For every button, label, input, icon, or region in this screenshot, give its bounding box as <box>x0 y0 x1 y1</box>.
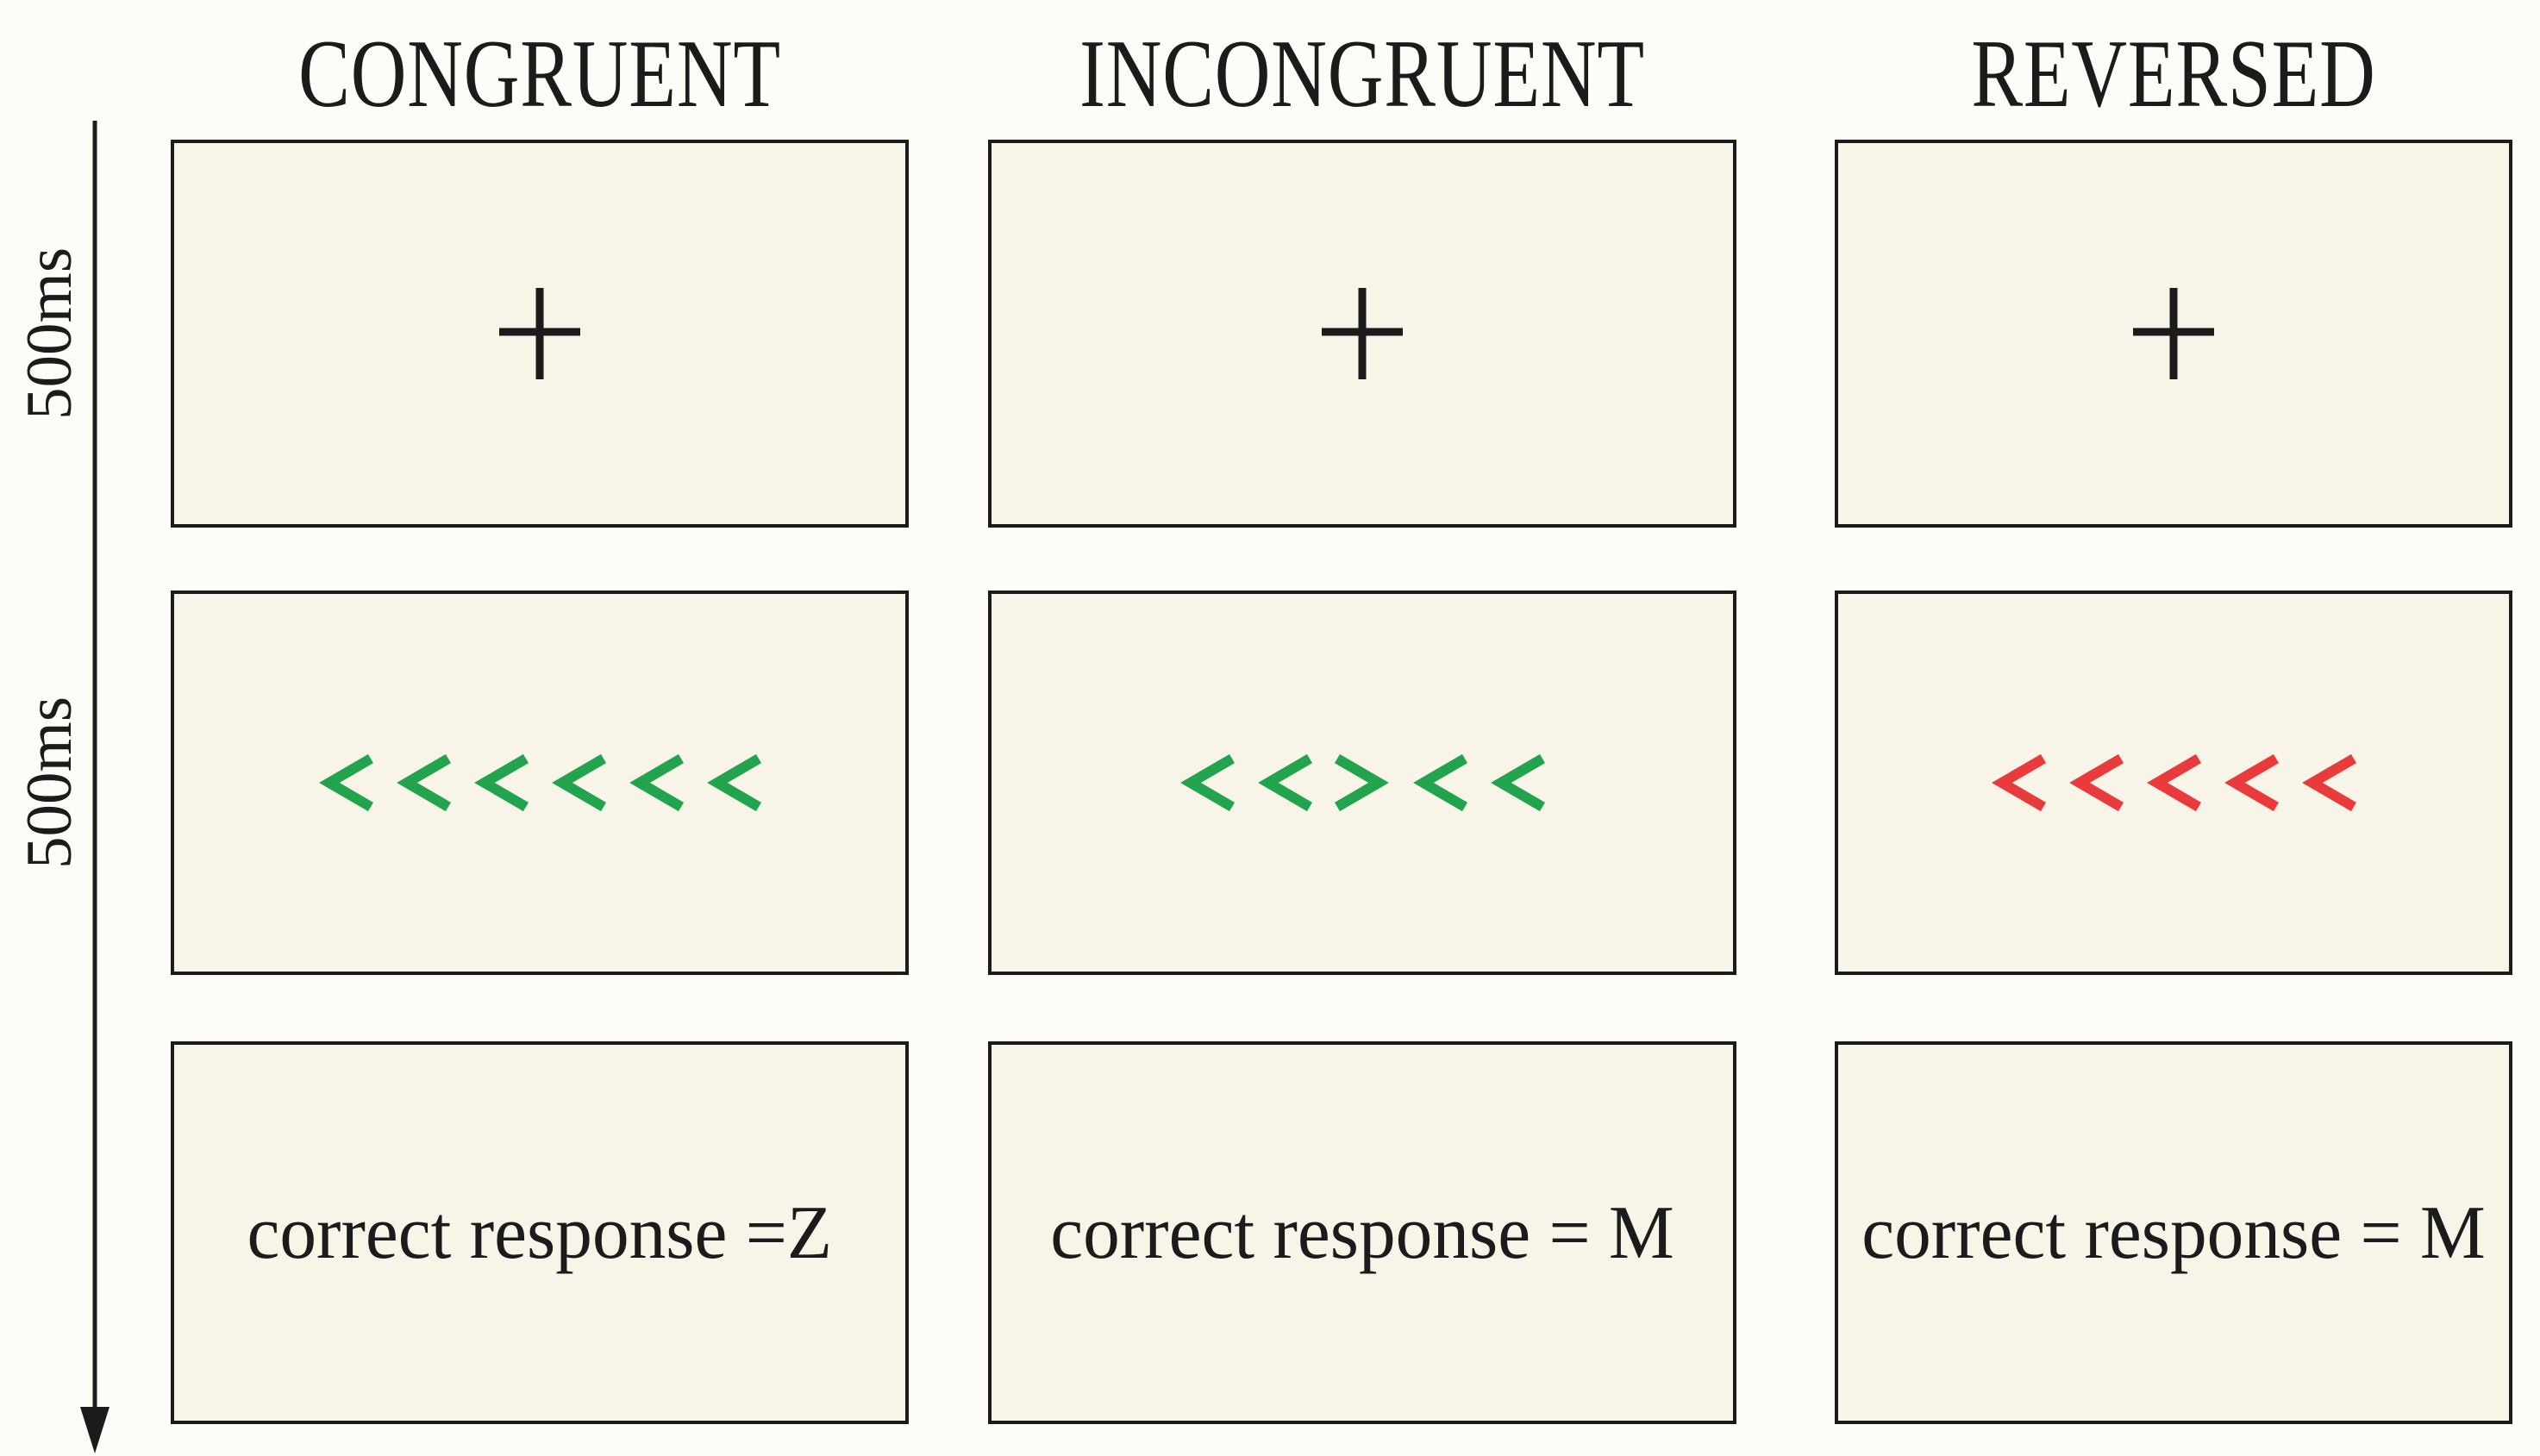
response-text: correct response =Z <box>247 1190 833 1275</box>
fixation-screen-reversed <box>1835 140 2512 528</box>
timeline-label-500ms-second: 500ms <box>14 696 85 870</box>
response-screen-reversed: correct response = M <box>1835 1041 2512 1424</box>
arrow-stimulus-reversed <box>1988 752 2359 814</box>
stimulus-screen-incongruent <box>988 591 1736 975</box>
stimulus-screen-reversed <box>1835 591 2512 975</box>
fixation-cross-icon <box>1322 288 1403 379</box>
timeline-arrow <box>80 121 109 1453</box>
response-screen-incongruent: correct response = M <box>988 1041 1736 1424</box>
fixation-cross-icon <box>499 288 580 379</box>
response-text: correct response = M <box>1861 1190 2486 1275</box>
arrow-stimulus-incongruent <box>1177 752 1548 814</box>
fixation-screen-incongruent <box>988 140 1736 528</box>
column-title-incongruent: INCONGRUENT <box>1079 21 1645 128</box>
fixation-screen-congruent <box>171 140 909 528</box>
response-text: correct response = M <box>1050 1190 1674 1275</box>
column-title-reversed: REVERSED <box>1971 21 2376 128</box>
timeline-label-500ms-first: 500ms <box>14 247 85 421</box>
stimulus-screen-congruent <box>171 591 909 975</box>
fixation-cross-icon <box>2133 288 2214 379</box>
arrow-stimulus-congruent <box>316 752 764 814</box>
column-title-congruent: CONGRUENT <box>298 21 781 128</box>
response-screen-congruent: correct response =Z <box>171 1041 909 1424</box>
